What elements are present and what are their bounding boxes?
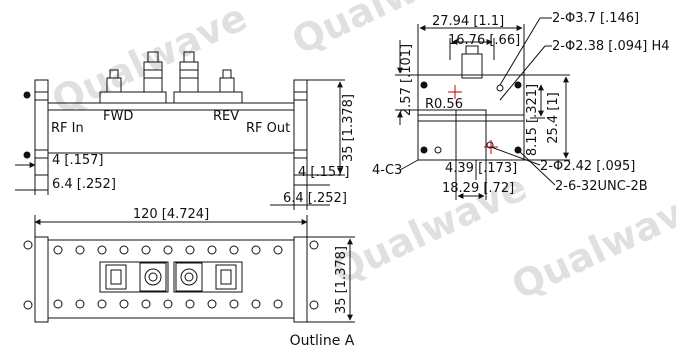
end-bottom-small-dim: 4.39 [.173] xyxy=(445,161,517,176)
outline-caption: Outline A xyxy=(290,333,355,349)
side-view xyxy=(15,51,345,210)
end-thread-dim: 2-6-32UNC-2B xyxy=(555,179,648,194)
end-hole-a-dim: 2-Φ3.7 [.146] xyxy=(552,11,639,26)
right-flange-gap-dim: 4 [.157] xyxy=(298,165,350,180)
left-flange-width-dim: 6.4 [.252] xyxy=(52,177,116,192)
end-left-height-dim: 2.57 [.101] xyxy=(399,44,414,116)
top-view-hole-rows xyxy=(53,245,283,309)
end-hole-b-dim: 2-Φ2.38 [.094] H4 xyxy=(552,39,670,54)
end-right-h1-dim: 8.15 [.321] xyxy=(525,84,540,156)
top-height-dim: 35 [1.378] xyxy=(334,246,349,314)
end-chamfer-dim: 4-C3 xyxy=(372,163,402,178)
end-bottom-width-dim: 18.29 [.72] xyxy=(442,181,514,196)
fwd-label: FWD xyxy=(103,109,133,124)
top-view-connectors xyxy=(99,261,243,293)
end-width-inner-dim: 16.76 [.66] xyxy=(448,33,520,48)
left-flange-gap-dim: 4 [.157] xyxy=(52,153,104,168)
end-view xyxy=(395,17,570,200)
end-radius-dim: R0.56 xyxy=(425,97,463,112)
rf-out-label: RF Out xyxy=(246,121,290,136)
end-right-h2-dim: 25.4 [1] xyxy=(546,92,561,144)
rf-in-label: RF In xyxy=(51,121,84,136)
end-width-outer-dim: 27.94 [1.1] xyxy=(432,14,504,29)
side-height-dim: 35 [1.378] xyxy=(341,94,356,162)
rev-label: REV xyxy=(213,109,239,124)
top-view xyxy=(23,215,355,323)
top-length-dim: 120 [4.724] xyxy=(133,207,209,222)
end-hole-c-dim: 2-Φ2.42 [.095] xyxy=(540,159,635,174)
right-flange-width-dim: 6.4 [.252] xyxy=(283,191,347,206)
